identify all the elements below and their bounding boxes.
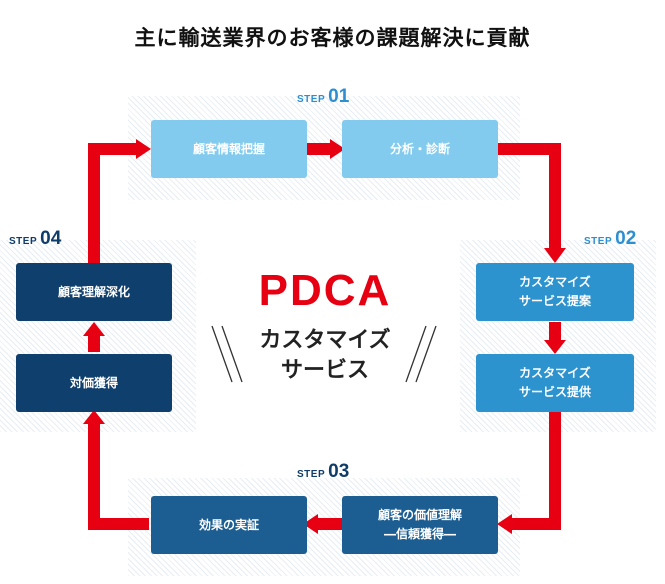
box-effect-verification: 効果の実証 — [151, 496, 307, 554]
step03-label-text: STEP — [297, 469, 326, 480]
pdca-heading: PDCA — [258, 266, 392, 315]
step02-number: 02 — [615, 228, 637, 249]
arrow-right-bottom — [512, 412, 561, 530]
arrowhead-into-box2 — [330, 139, 345, 159]
custom-service-line2: サービス — [280, 358, 369, 383]
box-deep-understanding: 顧客理解深化 — [16, 263, 172, 321]
step04-label-text: STEP — [9, 236, 38, 247]
arrowhead-into-box3 — [544, 248, 566, 263]
arrowhead-into-box4 — [544, 340, 566, 354]
right-double-slash — [405, 325, 437, 383]
box-compensation: 対価獲得 — [16, 354, 172, 412]
custom-service-text: カスタマイズ サービス — [220, 326, 430, 386]
custom-service-line1: カスタマイズ — [259, 328, 391, 353]
step01-number: 01 — [328, 86, 350, 107]
step01-label-text: STEP — [297, 94, 326, 105]
box-customer-info: 顧客情報把握 — [151, 120, 307, 178]
step03-number: 03 — [328, 461, 350, 482]
left-double-slash — [211, 325, 243, 383]
box-custom-provision: カスタマイズ サービス提供 — [476, 354, 634, 412]
page-title: 主に輸送業界のお客様の課題解決に貢献 — [134, 26, 531, 50]
arrow-right-top — [497, 143, 561, 248]
box-value-understanding: 顧客の価値理解 ―信頼獲得― — [342, 496, 498, 554]
box-custom-proposal: カスタマイズ サービス提案 — [476, 263, 634, 321]
arrowhead-into-box7 — [83, 410, 105, 424]
arrowhead-into-box1 — [136, 139, 151, 159]
step02-label-text: STEP — [584, 236, 613, 247]
box-analysis: 分析・診断 — [342, 120, 498, 178]
step04-number: 04 — [40, 228, 62, 249]
arrow-left-top — [88, 143, 136, 265]
arrowhead-into-box8 — [83, 322, 105, 336]
arrowhead-into-box6 — [303, 514, 318, 534]
arrowhead-into-box5 — [497, 514, 512, 534]
arrow-left-bottom — [88, 424, 149, 530]
